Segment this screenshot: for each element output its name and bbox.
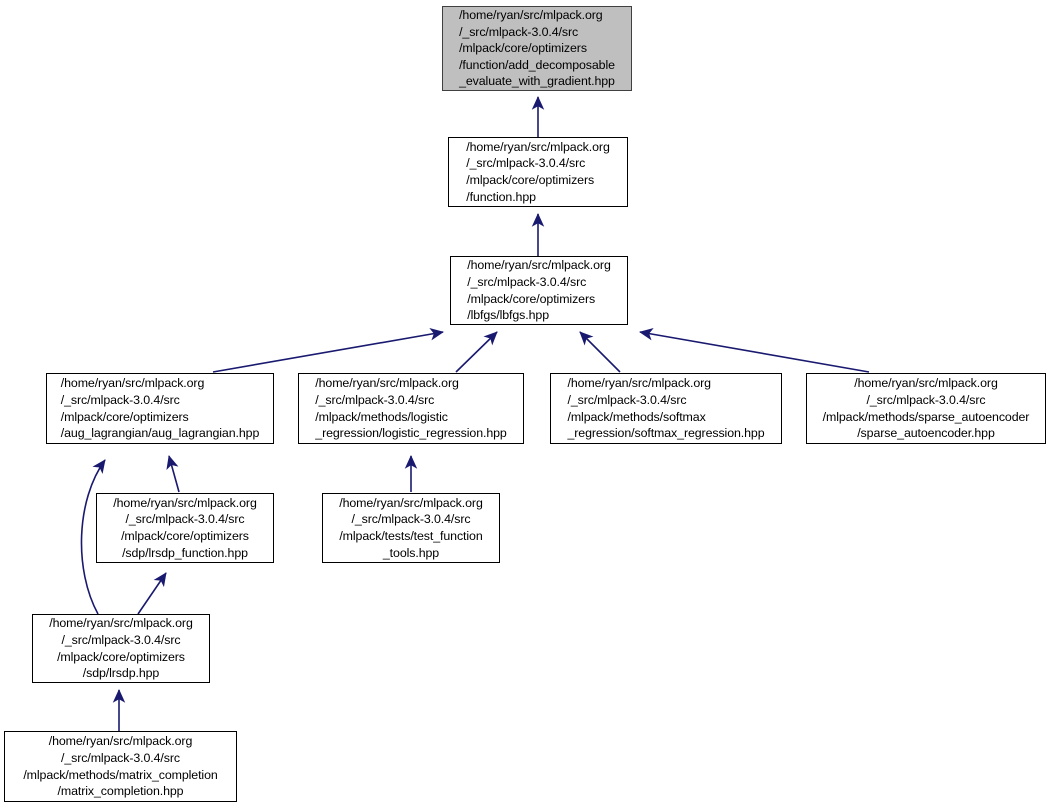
node-label: /home/ryan/src/mlpack.org /_src/mlpack-3… (113, 495, 257, 560)
edge-softmax-regression-to-lbfgs (579, 331, 621, 373)
node-lrsdp-hpp[interactable]: /home/ryan/src/mlpack.org /_src/mlpack-3… (32, 614, 210, 683)
node-logistic-regression-hpp[interactable]: /home/ryan/src/mlpack.org /_src/mlpack-3… (298, 373, 524, 444)
edge-lrsdp-to-lrsdp-function (137, 572, 167, 615)
node-test-function-tools-hpp[interactable]: /home/ryan/src/mlpack.org /_src/mlpack-3… (322, 493, 500, 563)
node-matrix-completion-hpp[interactable]: /home/ryan/src/mlpack.org /_src/mlpack-3… (4, 731, 237, 802)
edge-sparse-autoencoder-to-lbfgs (639, 328, 870, 373)
node-function-hpp[interactable]: /home/ryan/src/mlpack.org /_src/mlpack-3… (448, 137, 628, 207)
node-aug-lagrangian-hpp[interactable]: /home/ryan/src/mlpack.org /_src/mlpack-3… (46, 373, 274, 444)
edge-aug-lagrangian-to-lbfgs (212, 328, 444, 373)
node-label: /home/ryan/src/mlpack.org /_src/mlpack-3… (467, 258, 611, 323)
node-lbfgs-hpp[interactable]: /home/ryan/src/mlpack.org /_src/mlpack-3… (450, 256, 628, 325)
node-label: /home/ryan/src/mlpack.org /_src/mlpack-3… (49, 616, 193, 681)
node-label: /home/ryan/src/mlpack.org /_src/mlpack-3… (567, 376, 765, 441)
node-label: /home/ryan/src/mlpack.org /_src/mlpack-3… (60, 376, 260, 441)
node-label: /home/ryan/src/mlpack.org /_src/mlpack-3… (339, 495, 483, 560)
node-lrsdp-function-hpp[interactable]: /home/ryan/src/mlpack.org /_src/mlpack-3… (96, 493, 274, 563)
edge-lrsdp-function-to-aug-lagrangian (166, 455, 180, 493)
node-label: /home/ryan/src/mlpack.org /_src/mlpack-3… (822, 376, 1030, 441)
node-label: /home/ryan/src/mlpack.org /_src/mlpack-3… (315, 376, 507, 441)
edge-logistic-regression-to-lbfgs (455, 331, 498, 373)
node-label: /home/ryan/src/mlpack.org /_src/mlpack-3… (466, 139, 610, 204)
node-label: /home/ryan/src/mlpack.org /_src/mlpack-3… (23, 734, 218, 799)
node-softmax-regression-hpp[interactable]: /home/ryan/src/mlpack.org /_src/mlpack-3… (550, 373, 782, 444)
node-label: /home/ryan/src/mlpack.org /_src/mlpack-3… (459, 8, 615, 89)
node-sparse-autoencoder-hpp[interactable]: /home/ryan/src/mlpack.org /_src/mlpack-3… (806, 373, 1046, 444)
node-add-decomposable-evaluate-with-gradient[interactable]: /home/ryan/src/mlpack.org /_src/mlpack-3… (442, 6, 632, 91)
